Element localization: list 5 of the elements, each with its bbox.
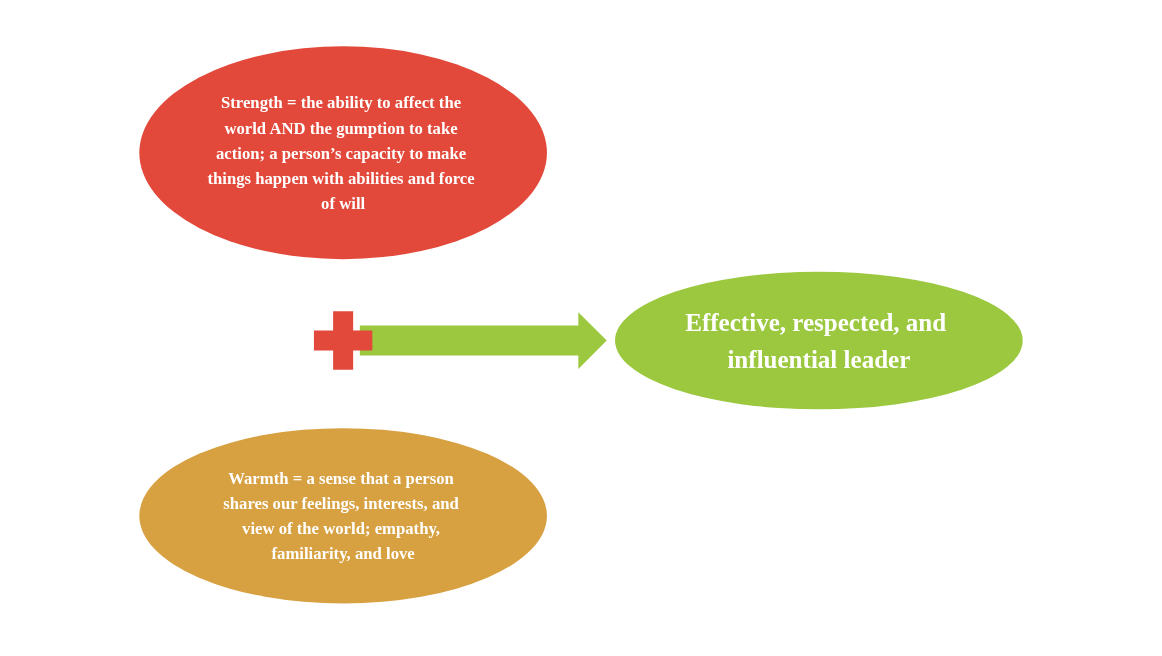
node-ellipse: Effective, respected, and influential leader — [615, 271, 1023, 410]
node-ellipse: Strength = the ability to affect the world AND the gumption to take action; a person’s capacity to make things happen with abilities and force of will — [139, 46, 547, 260]
node-plus — [313, 311, 373, 370]
node-ellipse: Warmth = a sense that a person shares our feelings, interests, and view of the world; empathy, familiarity, and love — [139, 428, 547, 604]
arrow — [359, 312, 607, 369]
